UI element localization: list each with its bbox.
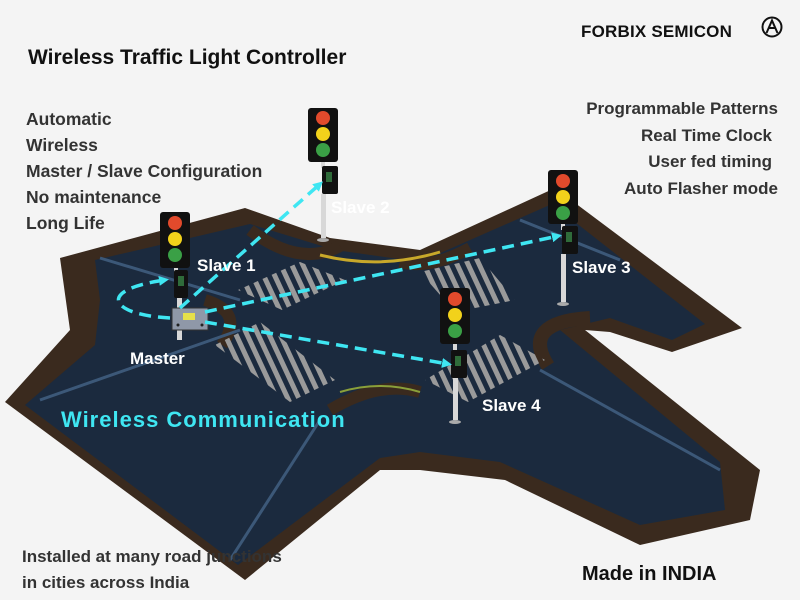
corner-curb-w	[203, 294, 237, 349]
install-note: Installed at many road junctions in citi…	[22, 544, 282, 596]
feature-item: Real Time Clock	[640, 125, 772, 145]
slave1-label: Slave 1	[197, 256, 256, 275]
features-left-list: Automatic Wireless Master / Slave Config…	[26, 106, 262, 236]
corner-curb-nw	[246, 225, 343, 261]
road-surface	[25, 204, 725, 565]
link-master-slave2	[178, 181, 323, 310]
slave4-signal	[440, 288, 470, 424]
feature-item: Auto Flasher mode	[624, 178, 778, 198]
forbix-a-logo-icon	[761, 16, 783, 38]
lane-line	[39, 328, 241, 402]
slave4-label: Slave 4	[482, 396, 541, 415]
made-in-india: Made in INDIA	[582, 563, 717, 585]
features-right-list: Programmable Patterns Real Time Clock Us…	[586, 96, 778, 202]
zebra-crossing-west	[215, 322, 335, 402]
lane-line	[539, 368, 721, 472]
master-label: Master	[130, 349, 185, 368]
brand-name: FORBIX SEMICON	[581, 22, 733, 41]
slave3-signal	[548, 170, 578, 306]
feature-item: User fed timing	[648, 152, 772, 171]
lane-line	[99, 256, 241, 302]
feature-item: Automatic	[26, 109, 112, 129]
link-master-slave4	[204, 320, 452, 368]
wireless-links	[116, 181, 562, 368]
feature-item: No maintenance	[26, 187, 162, 207]
page-title: Wireless Traffic Light Controller	[28, 46, 347, 69]
slave2-label: Slave 2	[331, 198, 390, 217]
link-master-slave3	[204, 232, 562, 314]
feature-item: Programmable Patterns	[586, 99, 778, 118]
master-controller-box	[171, 307, 209, 331]
slave3-label: Slave 3	[572, 258, 631, 277]
curb-edge-yellow	[339, 385, 421, 393]
lane-line	[228, 419, 322, 561]
curb-edge-yellow	[319, 250, 441, 264]
wireless-communication-caption: Wireless Communication	[61, 407, 346, 432]
feature-item: Wireless	[26, 135, 98, 155]
slave2-signal	[308, 108, 338, 242]
slave1-signal	[160, 212, 190, 340]
install-line: in cities across India	[22, 573, 190, 592]
corner-curb-e	[533, 311, 591, 370]
feature-item: Long Life	[26, 213, 105, 233]
install-line: Installed at many road junctions	[22, 547, 282, 566]
feature-item: Master / Slave Configuration	[26, 161, 263, 181]
